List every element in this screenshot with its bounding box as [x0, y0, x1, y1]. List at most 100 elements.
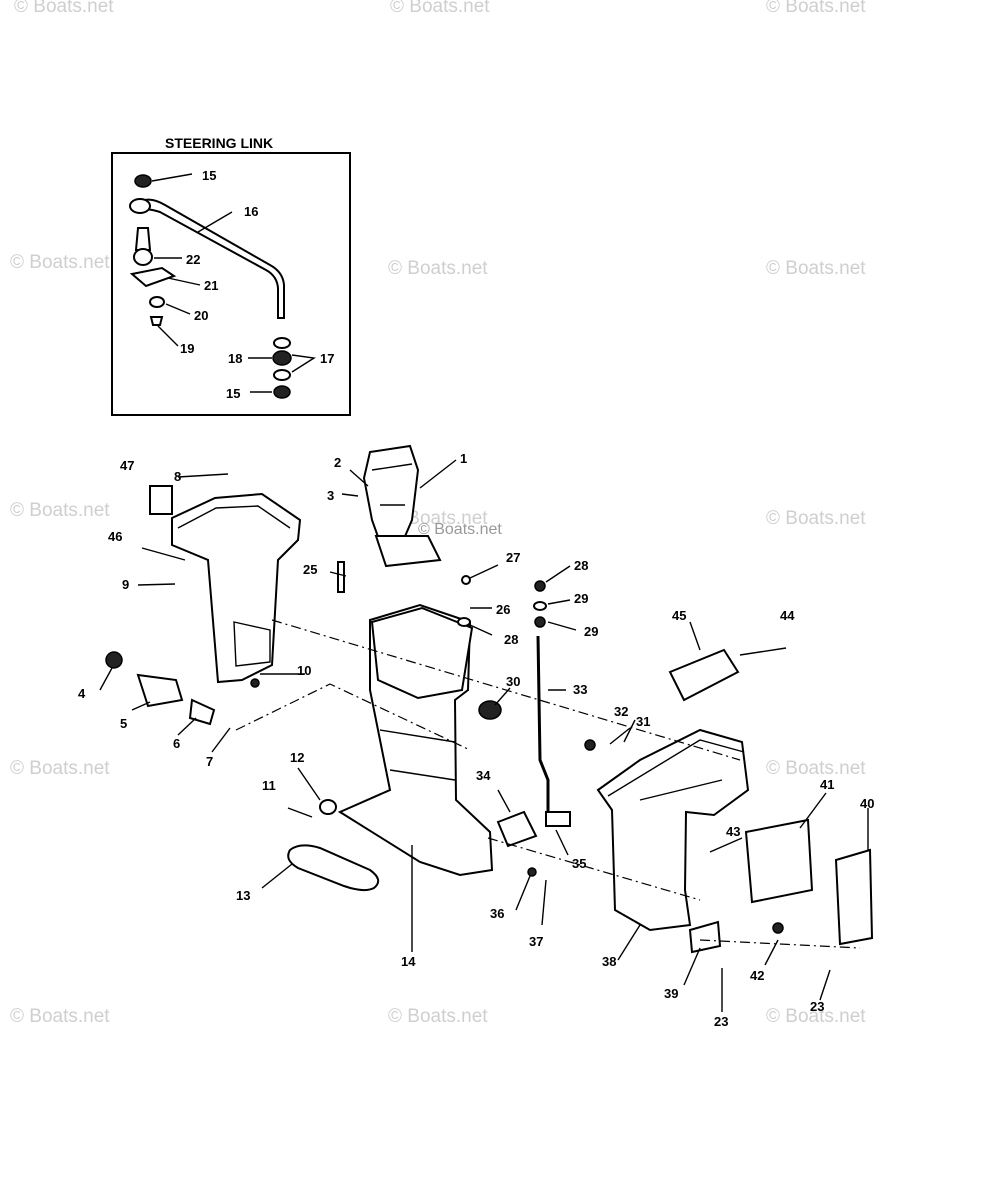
leader-lines [151, 173, 316, 393]
callout: 5 [120, 716, 127, 731]
callout: 15 [202, 168, 216, 183]
watermark: © Boats.net [10, 758, 110, 779]
seal-part [287, 844, 380, 892]
exhaust-tube-part [362, 444, 442, 568]
callout: 10 [297, 663, 311, 678]
ball-part [133, 248, 153, 266]
callout: 7 [206, 754, 213, 769]
link-rod-part [139, 198, 285, 319]
grommet-part [319, 799, 337, 815]
callout: 14 [401, 954, 416, 969]
watermark: © Boats.net [766, 1006, 866, 1027]
shift-rod-part [536, 635, 571, 824]
callout: 30 [506, 674, 520, 689]
watermark: © Boats.net [14, 0, 114, 17]
bushing-part [272, 350, 292, 366]
callout: 29 [584, 624, 598, 639]
watermark: © Boats.net [388, 258, 488, 279]
clip-part [688, 920, 722, 954]
callout: 25 [303, 562, 317, 577]
callout: 8 [174, 469, 181, 484]
callout: 31 [636, 714, 650, 729]
nut-part [134, 174, 152, 188]
nut-part [273, 385, 291, 399]
callout: 11 [262, 778, 276, 793]
callout-labels: 1 2 3 4 5 6 7 8 9 10 11 12 13 14 15 15 1… [78, 168, 874, 1029]
watermark: © Boats.net [766, 0, 866, 17]
decal-part [149, 485, 173, 515]
callout: 26 [496, 602, 510, 617]
boot-part [136, 673, 184, 708]
callout: 38 [602, 954, 616, 969]
swivel-bracket-part [596, 728, 750, 932]
watermark: © Boats.net [766, 258, 866, 279]
watermark: © Boats.net [766, 758, 866, 779]
assembly-lines [235, 619, 861, 949]
callout: 4 [78, 686, 86, 701]
callout: 29 [574, 591, 588, 606]
callout: 32 [614, 704, 628, 719]
callout: 39 [664, 986, 678, 1001]
callout: 15 [226, 386, 240, 401]
plate-part [496, 810, 538, 848]
handle-part [668, 648, 740, 702]
callout: 46 [108, 529, 122, 544]
callout: 16 [244, 204, 258, 219]
callout: 22 [186, 252, 200, 267]
steering-link-inset: STEERING LINK [111, 135, 351, 416]
callout: 44 [780, 608, 795, 623]
callout: 35 [572, 856, 586, 871]
callout: 28 [504, 632, 518, 647]
callout: 40 [860, 796, 874, 811]
callout: 27 [506, 550, 520, 565]
callout: 36 [490, 906, 504, 921]
watermark: © Boats.net [10, 500, 110, 521]
cover-part [834, 848, 874, 946]
watermark: © Boats.net [10, 252, 110, 273]
callout: 23 [714, 1014, 728, 1029]
callout: 42 [750, 968, 764, 983]
inset-frame [111, 152, 351, 416]
callout: 13 [236, 888, 250, 903]
callout: 21 [204, 278, 218, 293]
callout: 12 [290, 750, 304, 765]
callout: 23 [810, 999, 824, 1014]
callout: 45 [672, 608, 686, 623]
washer-part [149, 296, 165, 308]
bushing-part [273, 337, 291, 349]
inset-title: STEERING LINK [165, 135, 273, 151]
cover-part [744, 818, 814, 904]
callout: 6 [173, 736, 180, 751]
driveshaft-housing-part [337, 603, 494, 877]
bolt-part [149, 316, 164, 326]
callout: 1 [460, 451, 467, 466]
bushing-part [273, 369, 291, 381]
pivot-part [134, 227, 152, 251]
leader-lines [99, 459, 869, 1012]
callout: 2 [334, 455, 341, 470]
callout: 43 [726, 824, 740, 839]
callout: 19 [180, 341, 194, 356]
watermark: © Boats.net [418, 521, 502, 538]
rod-eye-part [129, 198, 151, 214]
lower-cover-part [149, 485, 302, 684]
watermark: © Boats.net [390, 0, 490, 17]
hardware-parts [250, 575, 784, 934]
callout: 3 [327, 488, 334, 503]
bracket-part [129, 266, 177, 288]
callout: 41 [820, 777, 834, 792]
callout: 20 [194, 308, 208, 323]
callout: 28 [574, 558, 588, 573]
callout: 34 [476, 768, 491, 783]
callout: 18 [228, 351, 242, 366]
mount-part [478, 700, 502, 720]
callout: 17 [320, 351, 334, 366]
nut-part [105, 651, 123, 669]
callout: 47 [120, 458, 134, 473]
pin-part [337, 561, 345, 593]
watermark: © Boats.net [10, 1006, 110, 1027]
callout: 9 [122, 577, 129, 592]
watermark: © Boats.net [766, 508, 866, 529]
